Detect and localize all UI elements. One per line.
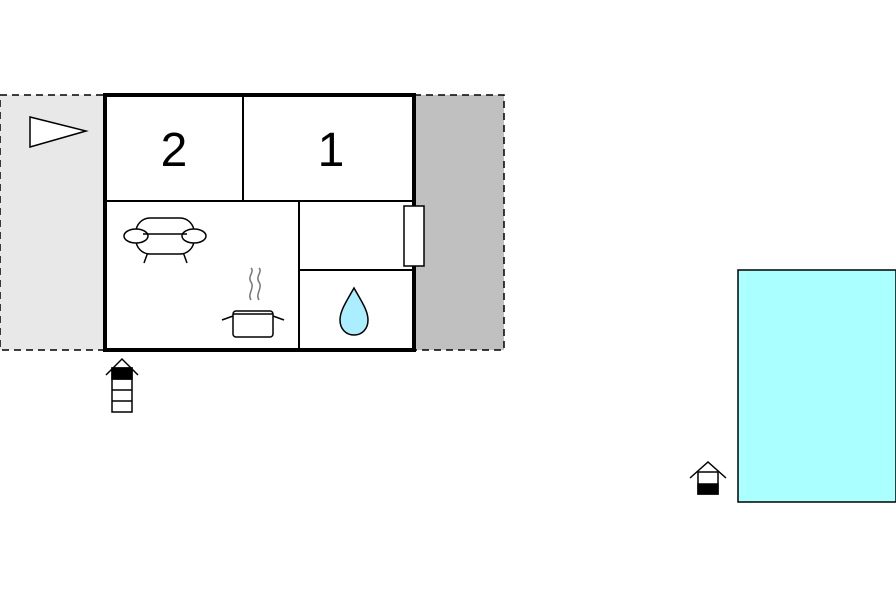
north-arrow-icon [29, 116, 89, 148]
pool [737, 269, 896, 503]
terrace-right [413, 94, 505, 351]
pool-entrance-icon [689, 460, 727, 495]
room-label-bedroom-1: 1 [318, 124, 345, 177]
entrance-stairs-icon [105, 357, 139, 413]
interior-walls [105, 95, 414, 350]
water-drop-icon [339, 286, 369, 336]
side-door [403, 205, 425, 267]
room-label-bedroom-2: 2 [161, 124, 188, 177]
cooking-pot-icon [221, 267, 285, 338]
sofa-icon [123, 217, 207, 264]
